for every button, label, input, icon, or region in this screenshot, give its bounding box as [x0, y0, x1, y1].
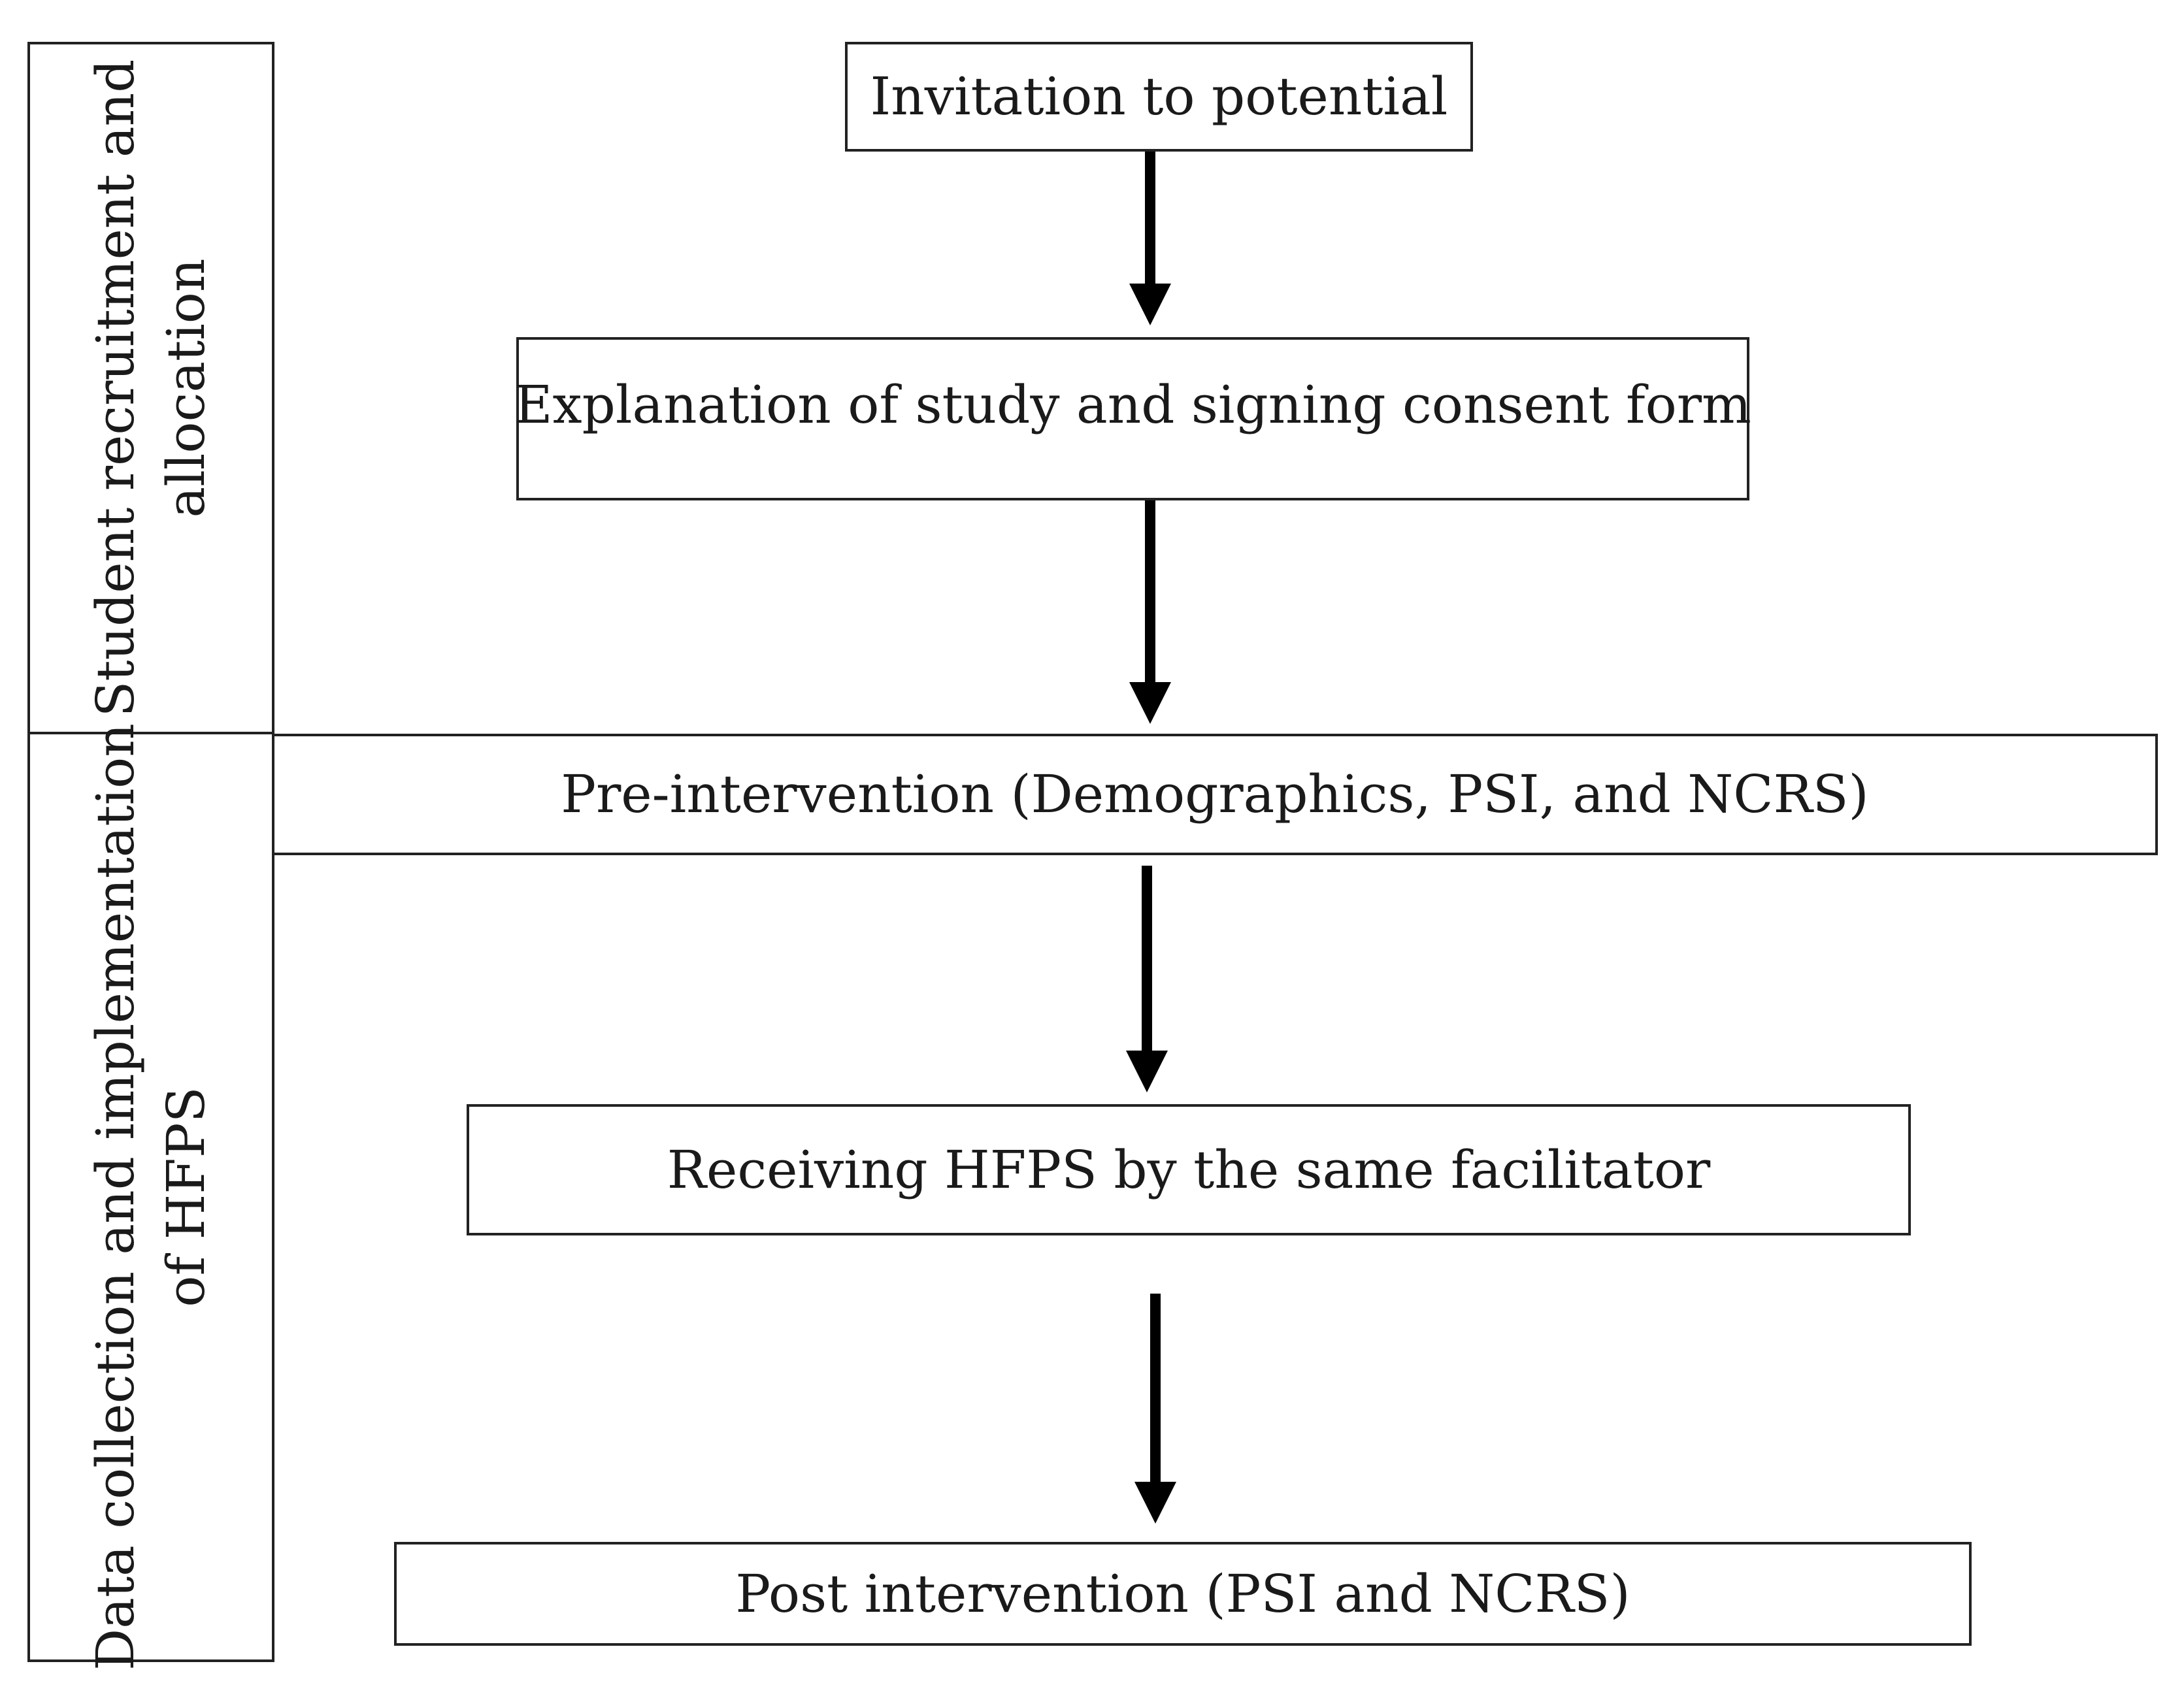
step-pre-intervention-label: Pre-intervention (Demographics, PSI, and…	[561, 764, 1869, 825]
step-consent-label: Explanation of study and signing consent…	[514, 374, 1751, 435]
step-pre-intervention: Pre-intervention (Demographics, PSI, and…	[272, 734, 2158, 855]
step-post-intervention-label: Post intervention (PSI and NCRS)	[735, 1563, 1630, 1624]
section-recruitment: Student recruitment and allocation	[27, 42, 274, 734]
step-hfps: Receiving HFPS by the same facilitator	[467, 1104, 1911, 1235]
step-hfps-label: Receiving HFPS by the same facilitator	[667, 1139, 1711, 1200]
step-consent: Explanation of study and signing consent…	[514, 337, 1751, 500]
section-data-collection: Data collection and implementation of HF…	[27, 723, 274, 1671]
step-invitation-label: Invitation to potential	[870, 66, 1448, 127]
step-post-intervention: Post intervention (PSI and NCRS)	[394, 1542, 1972, 1646]
step-invitation: Invitation to potential	[845, 42, 1473, 152]
